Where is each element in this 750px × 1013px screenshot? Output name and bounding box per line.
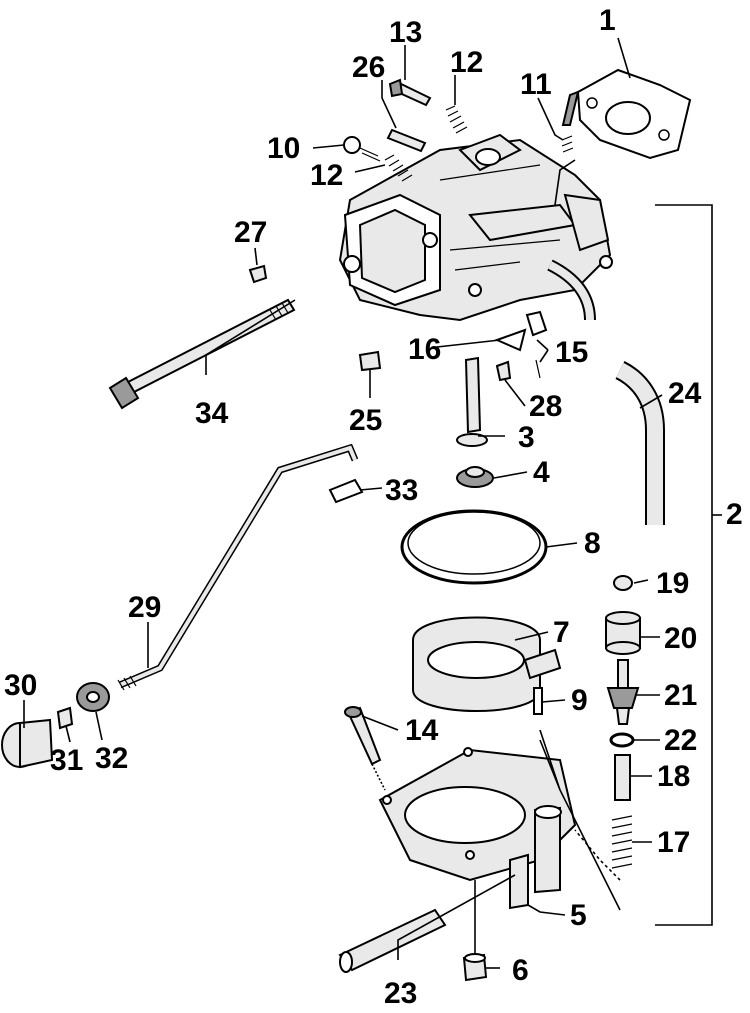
callout-23: 23 <box>384 977 417 1010</box>
callout-10: 10 <box>267 132 300 165</box>
callout-11: 11 <box>520 68 552 101</box>
callout-19: 19 <box>656 567 689 600</box>
callout-labels: 1 2 3 4 5 6 7 8 9 10 11 12 12 13 14 15 1… <box>4 4 743 1010</box>
part-float-bowl-gasket <box>400 509 548 585</box>
callout-18: 18 <box>657 760 690 793</box>
callout-13: 13 <box>389 16 422 49</box>
callout-32: 32 <box>95 742 128 775</box>
callout-4: 4 <box>533 456 550 489</box>
callout-29: 29 <box>128 591 161 624</box>
part-carburetor-body <box>338 133 613 322</box>
callout-12-lower: 12 <box>310 159 343 192</box>
part-float <box>412 616 562 712</box>
part-oring-22 <box>609 732 635 748</box>
leader-lines <box>23 37 663 969</box>
part-long-bolt <box>108 298 296 410</box>
part-float-arm-pin <box>494 328 527 352</box>
part-grommet-32 <box>76 682 110 712</box>
callout-8: 8 <box>584 527 601 560</box>
part-throttle-stop-screw <box>386 128 427 153</box>
callout-34: 34 <box>195 397 229 430</box>
callout-33: 33 <box>385 474 418 507</box>
part-jet-21 <box>606 659 640 725</box>
part-float-pin <box>533 687 543 715</box>
part-choke-rod <box>117 443 359 691</box>
callout-9: 9 <box>571 684 588 717</box>
callout-5: 5 <box>570 899 587 932</box>
part-hose-23 <box>338 908 447 973</box>
part-drain-screw <box>462 953 488 982</box>
part-cap-19 <box>613 575 633 591</box>
part-spring-17 <box>611 815 633 869</box>
callout-6: 6 <box>512 954 529 987</box>
part-clip-33 <box>328 478 364 504</box>
callout-30: 30 <box>4 669 37 702</box>
callout-1: 1 <box>599 4 616 37</box>
part-gasket <box>576 68 692 160</box>
part-needle-valve <box>525 310 548 379</box>
part-nut-31 <box>56 706 74 730</box>
callout-2: 2 <box>726 498 743 531</box>
part-spring-12a <box>445 105 468 134</box>
part-choke-knob <box>1 718 54 769</box>
part-screw-28 <box>495 360 512 382</box>
part-pilot-screw <box>388 78 432 107</box>
part-plug-4 <box>456 466 494 488</box>
part-screw-10 <box>343 136 381 162</box>
callout-31: 31 <box>50 744 83 777</box>
callout-17: 17 <box>657 826 690 859</box>
part-hose-24 <box>547 259 665 525</box>
part-bowl-screw <box>344 706 382 766</box>
callout-24: 24 <box>668 377 702 410</box>
part-screw-27 <box>248 264 268 284</box>
part-spring-12b <box>384 154 413 182</box>
callout-20: 20 <box>664 622 697 655</box>
part-float-bowl <box>378 747 577 910</box>
callout-12-upper: 12 <box>450 46 483 79</box>
part-jet-20 <box>605 611 641 655</box>
callout-22: 22 <box>664 724 697 757</box>
part-pipe-18 <box>614 754 631 801</box>
callout-28: 28 <box>529 390 562 423</box>
callout-25: 25 <box>349 404 382 437</box>
callout-14: 14 <box>405 714 439 747</box>
callout-26: 26 <box>352 51 385 84</box>
callout-27: 27 <box>234 216 267 249</box>
part-screw-11 <box>561 90 580 153</box>
part-screw-25 <box>358 350 382 372</box>
callout-3: 3 <box>518 421 535 454</box>
part-main-nozzle <box>456 356 488 447</box>
callout-16: 16 <box>408 333 441 366</box>
callout-15: 15 <box>555 336 588 369</box>
callout-21: 21 <box>664 679 697 712</box>
callout-7: 7 <box>553 616 570 649</box>
